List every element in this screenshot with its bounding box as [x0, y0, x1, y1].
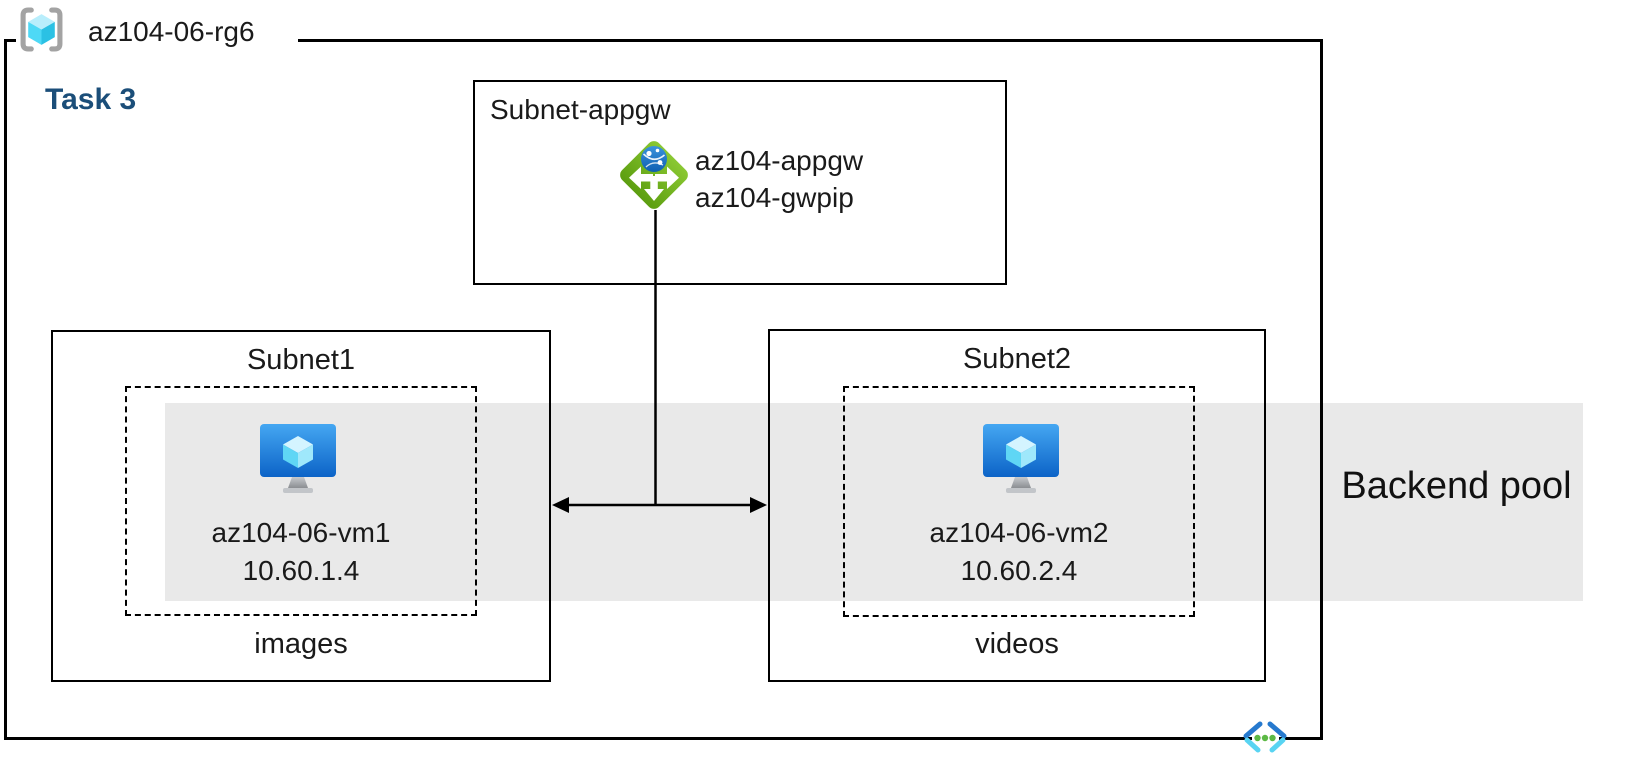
gateway-public-ip-name: az104-gwpip [695, 182, 854, 213]
subnet1-vm-labels: az104-06-vm1 10.60.1.4 [125, 514, 477, 590]
task-label: Task 3 [45, 83, 137, 116]
backend-pool-band [165, 403, 1583, 601]
resource-group-border-gap [16, 32, 298, 47]
virtual-machine-icon [983, 424, 1059, 493]
subnet1-footer-label: images [254, 628, 348, 660]
subnet1-vm-ip: 10.60.1.4 [242, 555, 360, 586]
subnet2-vm-name: az104-06-vm2 [929, 517, 1109, 548]
subnet-appgw-title: Subnet-appgw [490, 94, 671, 125]
subnet2-footer-label: videos [975, 628, 1059, 660]
subnet2-vm-ip: 10.60.2.4 [960, 555, 1078, 586]
subnet-appgw-box: Subnet-appgw [473, 80, 1007, 285]
subnet1-box: Subnet1 [51, 330, 551, 682]
application-gateway-name: az104-appgw [695, 145, 864, 176]
virtual-machine-icon [260, 424, 336, 493]
resource-group-icon [20, 7, 63, 52]
virtual-network-icon [1243, 721, 1287, 753]
subnet1-vm-dashed-box [125, 386, 477, 616]
backend-pool-label: Backend pool [1341, 465, 1572, 507]
subnet2-vm-dashed-box [843, 386, 1195, 617]
subnet2-box: Subnet2 [768, 329, 1266, 682]
application-gateway-labels: az104-appgw az104-gwpip [695, 142, 863, 216]
subnet2-title: Subnet2 [962, 343, 1072, 375]
application-gateway-icon [620, 141, 688, 209]
subnet2-vm-labels: az104-06-vm2 10.60.2.4 [843, 514, 1195, 590]
subnet1-vm-name: az104-06-vm1 [211, 517, 391, 548]
resource-group-border [4, 39, 1323, 740]
resource-group-name: az104-06-rg6 [88, 16, 255, 47]
subnet1-title: Subnet1 [246, 344, 356, 376]
